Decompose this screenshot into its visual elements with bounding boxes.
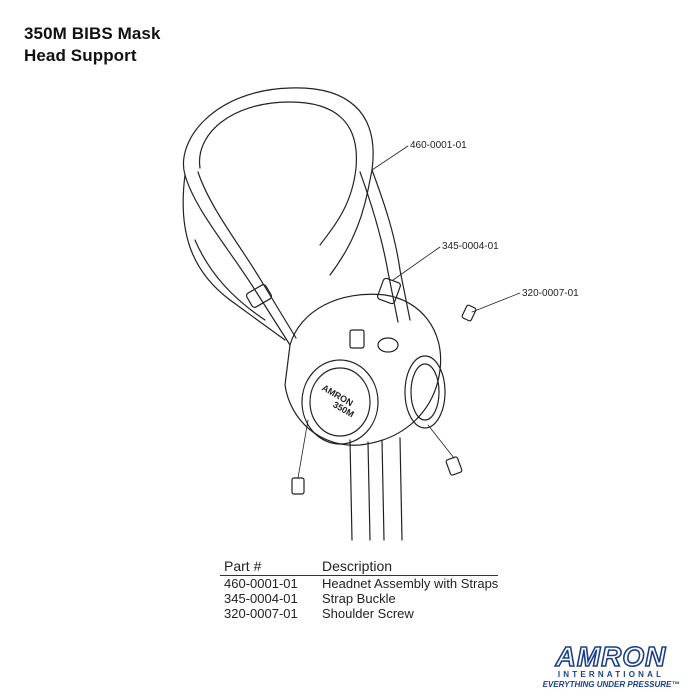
leader-320-top: [471, 292, 521, 313]
side-regulator-disc: [404, 355, 446, 429]
shoulder-screw-left: [291, 477, 305, 495]
leader-320-left: [297, 419, 309, 479]
mask-rear-shell: [182, 174, 286, 341]
parts-table-header: Part # Description: [220, 558, 499, 576]
top-valve: [349, 329, 365, 349]
table-row: 460-0001-01 Headnet Assembly with Straps: [220, 576, 498, 592]
parts-table: Part # Description 460-0001-01 Headnet A…: [220, 558, 499, 621]
mask-exploded-diagram: AMRON 350M 460-0001-01 345-0004-01 320-0…: [182, 87, 579, 541]
header-part: Part #: [220, 558, 322, 576]
shoulder-screw-right: [445, 456, 463, 476]
part-description: Shoulder Screw: [322, 606, 414, 621]
part-number: 345-0004-01: [224, 591, 298, 606]
headnet-inner-pad: [198, 101, 358, 246]
logo-sub: INTERNATIONAL: [558, 670, 664, 679]
table-row: 320-0007-01 Shoulder Screw: [220, 606, 498, 621]
leader-460: [371, 145, 409, 171]
part-number: 460-0001-01: [224, 576, 298, 591]
headnet-right-strap: [371, 169, 411, 321]
leader-345: [392, 246, 441, 281]
left-hose: [349, 439, 371, 541]
part-number: 320-0007-01: [224, 606, 298, 621]
page-title: 350M BIBS Mask: [24, 24, 161, 43]
logo-brand: AMRON: [555, 641, 667, 672]
page-subtitle: Head Support: [24, 46, 137, 65]
headnet-frame: [183, 87, 374, 276]
header-description: Description: [322, 558, 499, 576]
mask-body: [284, 293, 442, 446]
right-hose: [381, 437, 403, 541]
part-description: Strap Buckle: [322, 591, 396, 606]
left-strap-buckle: [245, 284, 273, 308]
front-regulator-disc: [301, 359, 379, 445]
callout-345-0004-01: 345-0004-01: [442, 241, 499, 252]
part-description: Headnet Assembly with Straps: [322, 576, 499, 591]
leader-320-right: [427, 424, 455, 459]
shoulder-screw-top: [461, 304, 477, 322]
table-row: 345-0004-01 Strap Buckle: [220, 591, 498, 606]
amron-logo: AMRON INTERNATIONAL EVERYTHING UNDER PRE…: [543, 640, 680, 689]
headnet-left-strap: [184, 174, 291, 346]
right-strap-buckle: [377, 277, 401, 305]
logo-tagline: EVERYTHING UNDER PRESSURE™: [543, 680, 680, 689]
callout-320-0007-01: 320-0007-01: [522, 288, 579, 299]
callout-460-0001-01: 460-0001-01: [410, 140, 467, 151]
